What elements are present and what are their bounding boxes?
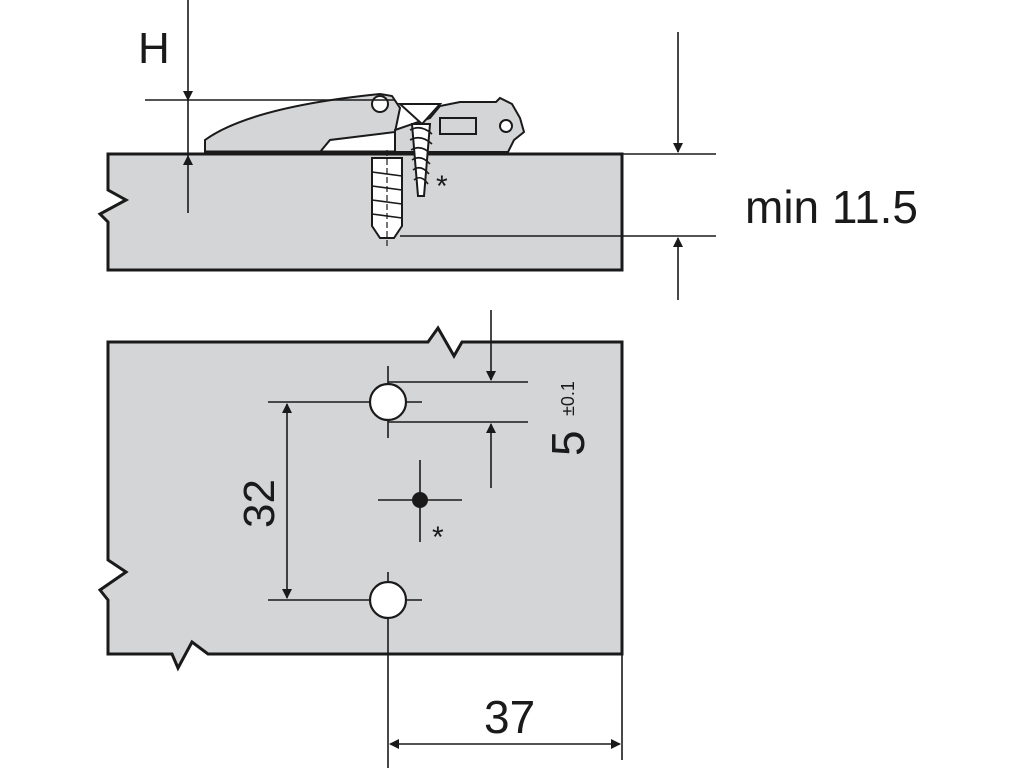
- screw-icon: [397, 103, 443, 197]
- mounting-hole-top: [368, 382, 408, 422]
- marker-asterisk-top: *: [436, 170, 448, 203]
- tolerance-label: ±0.1: [558, 381, 578, 416]
- mounting-hole-bottom: [368, 580, 408, 620]
- panel-plan: [97, 325, 624, 672]
- dowel-icon: [371, 150, 403, 246]
- center-point-icon: [378, 460, 462, 542]
- plan-view: * 32 5 ±0.1 37: [97, 310, 624, 768]
- hinge-arm: [204, 92, 402, 153]
- thickness-dimension: [400, 32, 716, 300]
- side-section-view: H min 11.5 *: [97, 0, 918, 300]
- hinge-pivot: [371, 95, 389, 113]
- plate-block: [439, 117, 477, 135]
- marker-asterisk-bottom: *: [432, 521, 444, 554]
- hole-spacing-label: 32: [235, 479, 284, 528]
- edge-distance-label: 37: [484, 691, 535, 743]
- plate-cam: [499, 119, 513, 133]
- height-dimension: [145, 0, 395, 213]
- panel-side-section: [97, 152, 624, 272]
- height-label: H: [138, 24, 170, 73]
- min-thickness-label: min 11.5: [745, 181, 918, 233]
- hole-offset-label: 5: [542, 430, 594, 456]
